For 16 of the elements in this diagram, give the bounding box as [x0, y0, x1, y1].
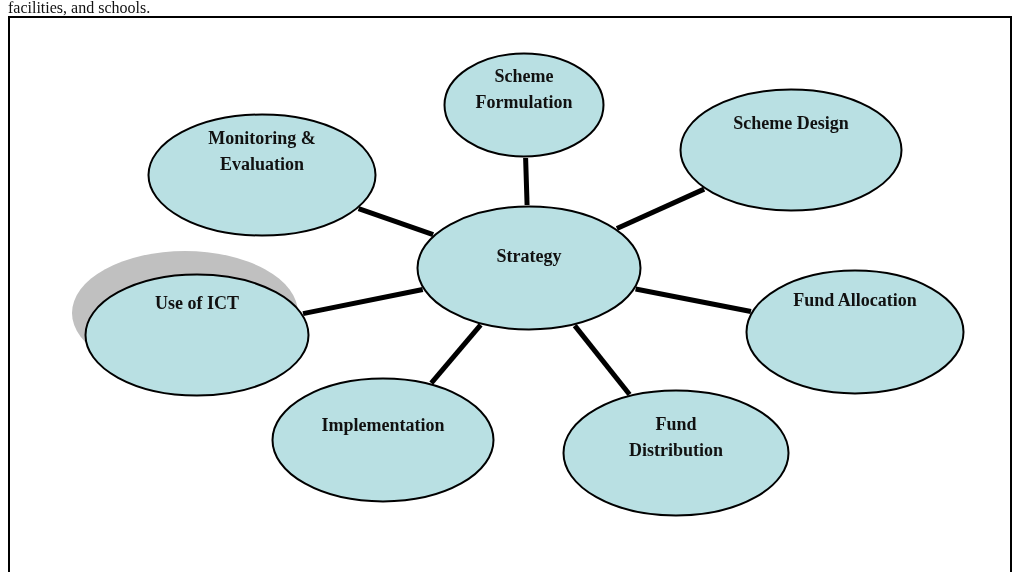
- connector-line: [523, 157, 530, 206]
- body-text: facilities, and schools.: [8, 0, 151, 16]
- node-label: Implementation: [320, 414, 446, 437]
- connector-line: [357, 206, 434, 237]
- node-label: Monitoring & Evaluation: [207, 127, 317, 176]
- connector-line: [572, 324, 632, 397]
- connector-line: [635, 286, 752, 315]
- connector-line: [429, 323, 483, 385]
- node-label: Scheme Design: [732, 112, 850, 135]
- node-label: Strategy: [495, 245, 563, 268]
- node-label: Fund Allocation: [792, 289, 918, 312]
- node-label: Scheme Formulation: [474, 65, 574, 114]
- node-label: Fund Distribution: [628, 413, 724, 462]
- connector-line: [615, 186, 706, 231]
- connector-line: [302, 287, 424, 317]
- node-label: Use of ICT: [154, 292, 240, 315]
